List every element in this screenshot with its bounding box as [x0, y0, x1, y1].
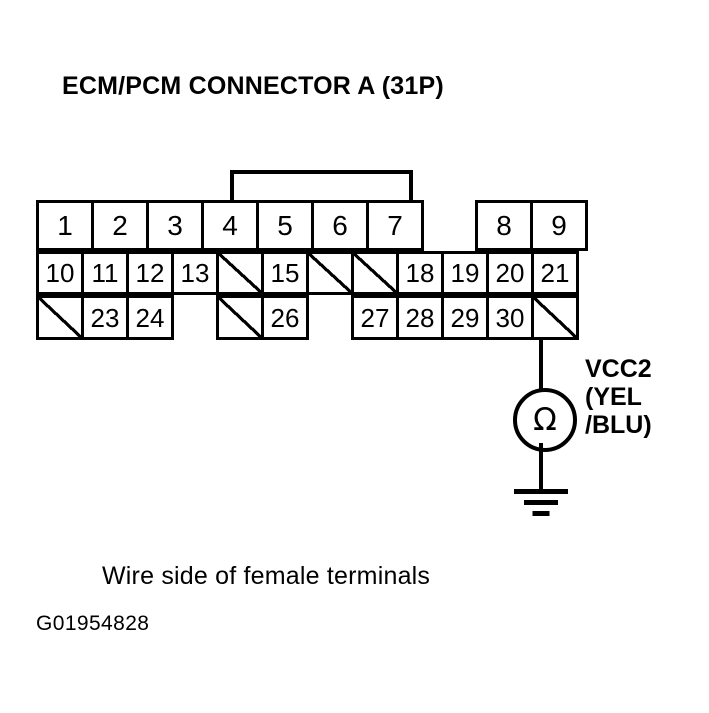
terminal-cell: 15 [261, 251, 309, 295]
terminal-number: 18 [405, 258, 435, 288]
terminal-cell: 28 [396, 295, 444, 340]
terminal-number: 11 [91, 258, 119, 288]
terminal-cell: 3 [146, 200, 204, 251]
terminal-number: 13 [180, 258, 210, 288]
terminal-cell: 12 [126, 251, 174, 295]
terminal-cell: 1 [36, 200, 94, 251]
terminal-number: 2 [112, 209, 128, 241]
terminal-number: 24 [135, 302, 165, 333]
ground-bar-3 [532, 511, 550, 516]
terminal-cell: 20 [486, 251, 534, 295]
terminal-number: 10 [45, 258, 75, 288]
terminal-number: 28 [405, 302, 435, 333]
terminal-number: 3 [167, 209, 183, 241]
signal-name: VCC2 [585, 355, 652, 383]
wire-color-line-1: (YEL [585, 383, 642, 411]
terminal-number: 23 [90, 302, 120, 333]
figure-id: G01954828 [36, 612, 150, 635]
terminal-number: 8 [496, 209, 512, 241]
connector-latch-tab [230, 170, 413, 203]
terminal-cell: 26 [261, 295, 309, 340]
terminal-number: 19 [450, 258, 480, 288]
terminal-gap [306, 295, 354, 340]
terminal-number: 15 [270, 258, 300, 288]
terminal-cell-empty [36, 295, 84, 340]
terminal-cell: 10 [36, 251, 84, 295]
measurement-label: VCC2 (YEL /BLU) [585, 355, 652, 439]
terminal-cell: 21 [531, 251, 579, 295]
terminal-row-3: 23 24 26 27 28 29 30 [36, 295, 579, 340]
meter-ground-lead [539, 443, 543, 491]
ground-bar-2 [524, 500, 558, 505]
terminal-cell: 4 [201, 200, 259, 251]
view-caption: Wire side of female terminals [102, 562, 431, 590]
terminal-gap [421, 200, 478, 251]
ohmmeter-symbol: Ω [513, 388, 577, 452]
terminal-number: 7 [387, 209, 403, 241]
terminal-number: 5 [277, 209, 293, 241]
terminal-cell: 29 [441, 295, 489, 340]
terminal-cell-empty [531, 295, 579, 340]
terminal-number: 27 [360, 302, 390, 333]
terminal-number: 12 [135, 258, 165, 288]
terminal-cell: 13 [171, 251, 219, 295]
terminal-number: 4 [222, 209, 238, 241]
terminal-cell: 8 [475, 200, 533, 251]
terminal-number: 20 [495, 258, 525, 288]
terminal-cell: 24 [126, 295, 174, 340]
terminal-number: 6 [332, 209, 348, 241]
terminal-cell: 6 [311, 200, 369, 251]
terminal-cell-empty [216, 295, 264, 340]
terminal-row-2: 10 11 12 13 15 18 19 20 21 [36, 251, 579, 295]
terminal-cell-empty [216, 251, 264, 295]
terminal-number: 29 [450, 302, 480, 333]
terminal-number: 30 [495, 302, 525, 333]
terminal-cell-empty [306, 251, 354, 295]
terminal-cell: 9 [530, 200, 588, 251]
terminal-cell: 2 [91, 200, 149, 251]
terminal-number: 21 [540, 258, 570, 288]
terminal-cell: 27 [351, 295, 399, 340]
terminal-cell: 30 [486, 295, 534, 340]
test-lead-wire [539, 340, 543, 389]
terminal-number: 26 [270, 302, 300, 333]
terminal-row-1: 1 2 3 4 5 6 7 8 9 [36, 200, 588, 251]
terminal-cell-empty [351, 251, 399, 295]
terminal-cell: 19 [441, 251, 489, 295]
terminal-cell: 18 [396, 251, 444, 295]
terminal-cell: 11 [81, 251, 129, 295]
page-title: ECM/PCM CONNECTOR A (31P) [62, 72, 444, 100]
terminal-number: 9 [551, 209, 567, 241]
terminal-gap [171, 295, 219, 340]
ground-bar-1 [514, 489, 568, 494]
wire-color-line-2: /BLU) [585, 411, 652, 439]
terminal-number: 1 [57, 209, 73, 241]
terminal-cell: 7 [366, 200, 424, 251]
terminal-cell: 5 [256, 200, 314, 251]
terminal-cell: 23 [81, 295, 129, 340]
